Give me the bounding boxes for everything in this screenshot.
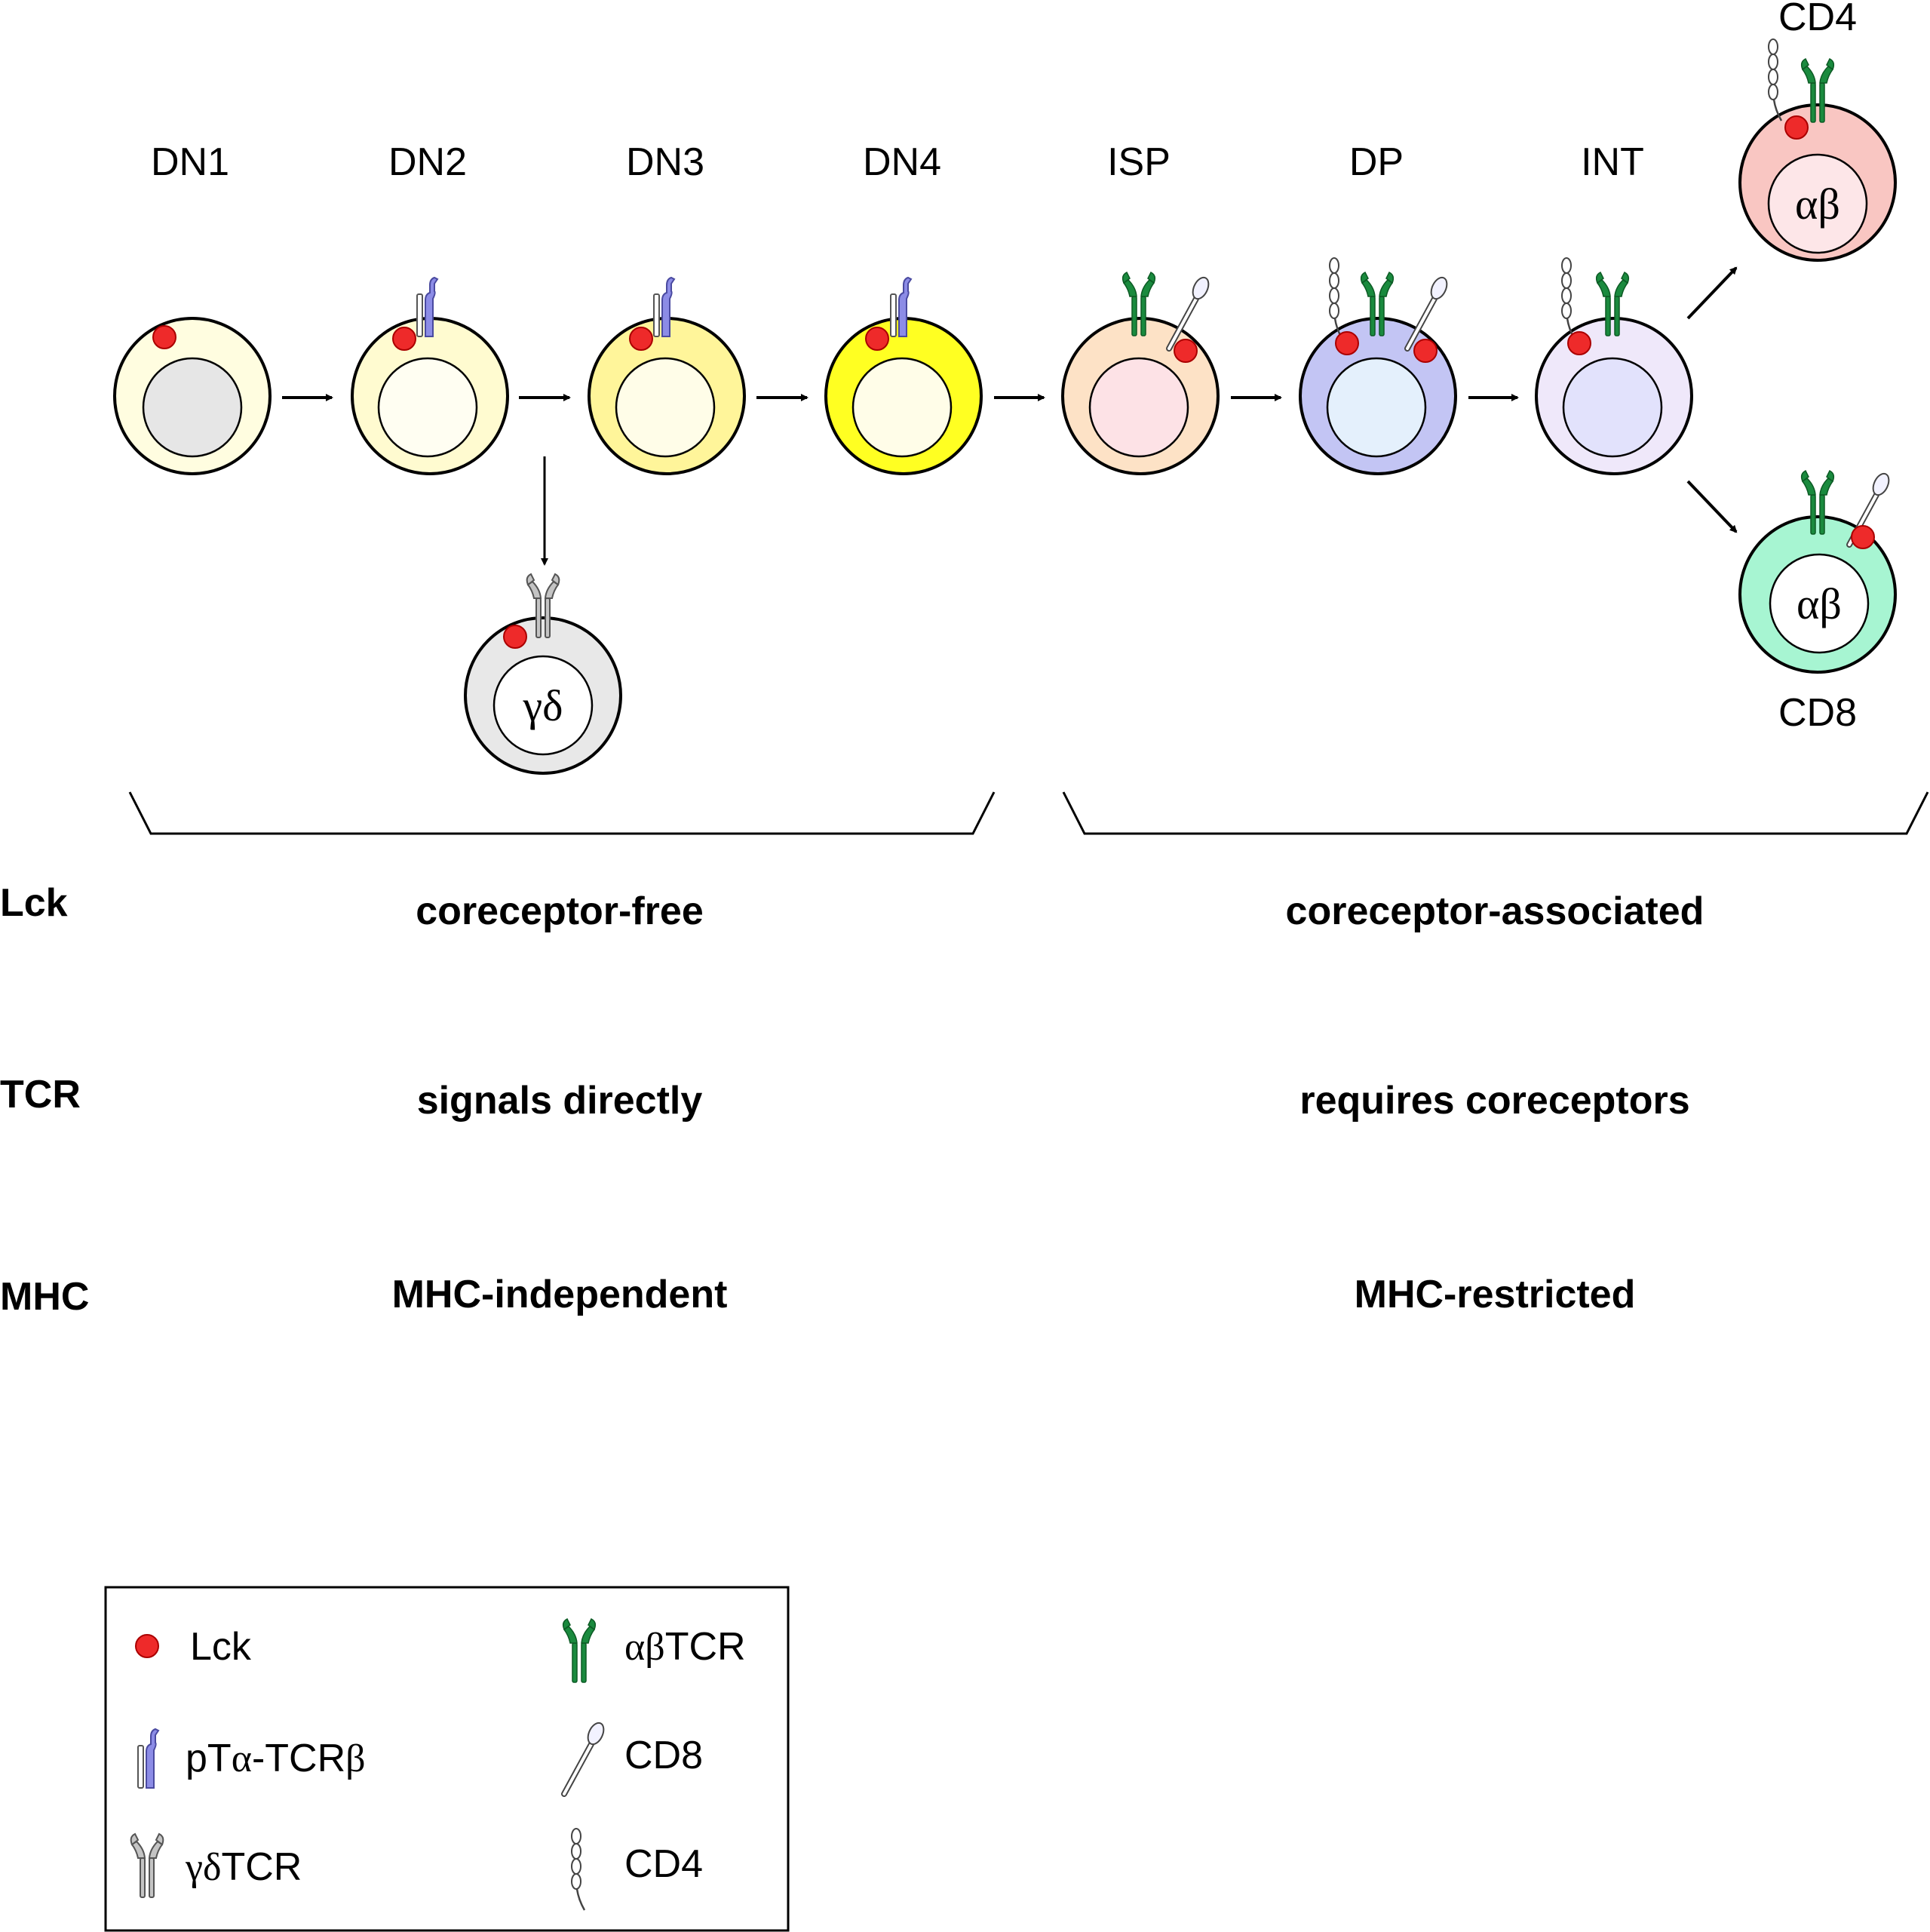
mhc-right-value: MHC-restricted <box>1355 1273 1636 1316</box>
stage-label-int: INT <box>1581 140 1644 184</box>
gd-nucleus-label: γδ <box>523 681 563 730</box>
lck-dot <box>392 327 416 351</box>
stage-label-isp: ISP <box>1107 140 1171 184</box>
lck-dot <box>1335 331 1359 355</box>
row-label-lck: Lck <box>0 881 68 925</box>
cell-cd4: αβ <box>1738 38 1897 262</box>
cell-dn1 <box>113 317 272 475</box>
lck-dot <box>1567 331 1591 355</box>
lck-dot <box>1784 115 1809 140</box>
stage-label-dn3: DN3 <box>626 140 704 184</box>
legend-cd4-label: CD4 <box>624 1842 703 1886</box>
legend-gd-tcr-label: γδTCR <box>185 1845 302 1889</box>
cell-gamma-delta: γδ <box>464 573 622 775</box>
cell-dn2 <box>351 277 509 475</box>
stage-label-dp: DP <box>1349 140 1404 184</box>
legend: Lck pTα-TCRβ γδTCR αβTCR CD8 CD4 <box>104 1586 790 1932</box>
progression-arrows <box>282 266 1738 566</box>
lck-left-value: coreceptor-free <box>416 889 703 933</box>
lck-dot <box>865 327 889 351</box>
tcr-left-value: signals directly <box>417 1079 703 1123</box>
bracket-left <box>128 791 996 835</box>
cd4-nucleus-label: αβ <box>1795 180 1840 229</box>
legend-ab-tcr-label: αβTCR <box>624 1625 746 1669</box>
lck-dot <box>1174 339 1198 363</box>
mhc-left-value: MHC-independent <box>392 1273 728 1316</box>
lck-dot <box>503 625 527 649</box>
tcr-right-value: requires coreceptors <box>1299 1079 1689 1123</box>
legend-pre-tcr-label: pTα-TCRβ <box>186 1737 366 1780</box>
cd8-nucleus-label: αβ <box>1797 579 1842 628</box>
cell-cd8: αβ <box>1738 471 1897 674</box>
stage-label-cd8: CD8 <box>1778 691 1857 735</box>
legend-lck-icon <box>135 1634 159 1658</box>
cell-isp <box>1061 272 1220 475</box>
lck-dot <box>629 327 653 351</box>
lck-dot <box>1413 339 1438 363</box>
stage-label-dn2: DN2 <box>388 140 467 184</box>
bracket-right <box>1062 791 1929 835</box>
row-label-mhc: MHC <box>0 1275 89 1319</box>
row-label-tcr: TCR <box>0 1073 81 1117</box>
stage-label-cd4: CD4 <box>1778 0 1857 39</box>
stage-label-dn1: DN1 <box>151 140 229 184</box>
lck-dot <box>152 325 176 349</box>
stage-label-dn4: DN4 <box>863 140 941 184</box>
legend-lck-label: Lck <box>190 1625 252 1669</box>
cell-dn4 <box>824 277 983 475</box>
legend-cd8-label: CD8 <box>624 1734 703 1777</box>
lck-right-value: coreceptor-associated <box>1286 889 1704 933</box>
cell-int <box>1535 256 1693 475</box>
arrow-int-cd8 <box>1686 480 1738 533</box>
cd4-icon <box>1560 256 1576 341</box>
cd4-icon <box>1767 38 1783 122</box>
legend-box <box>104 1586 790 1932</box>
arrow-int-cd4 <box>1686 266 1738 320</box>
cell-dp <box>1299 256 1457 475</box>
lck-dot <box>1851 525 1875 549</box>
cell-dn3 <box>588 277 746 475</box>
